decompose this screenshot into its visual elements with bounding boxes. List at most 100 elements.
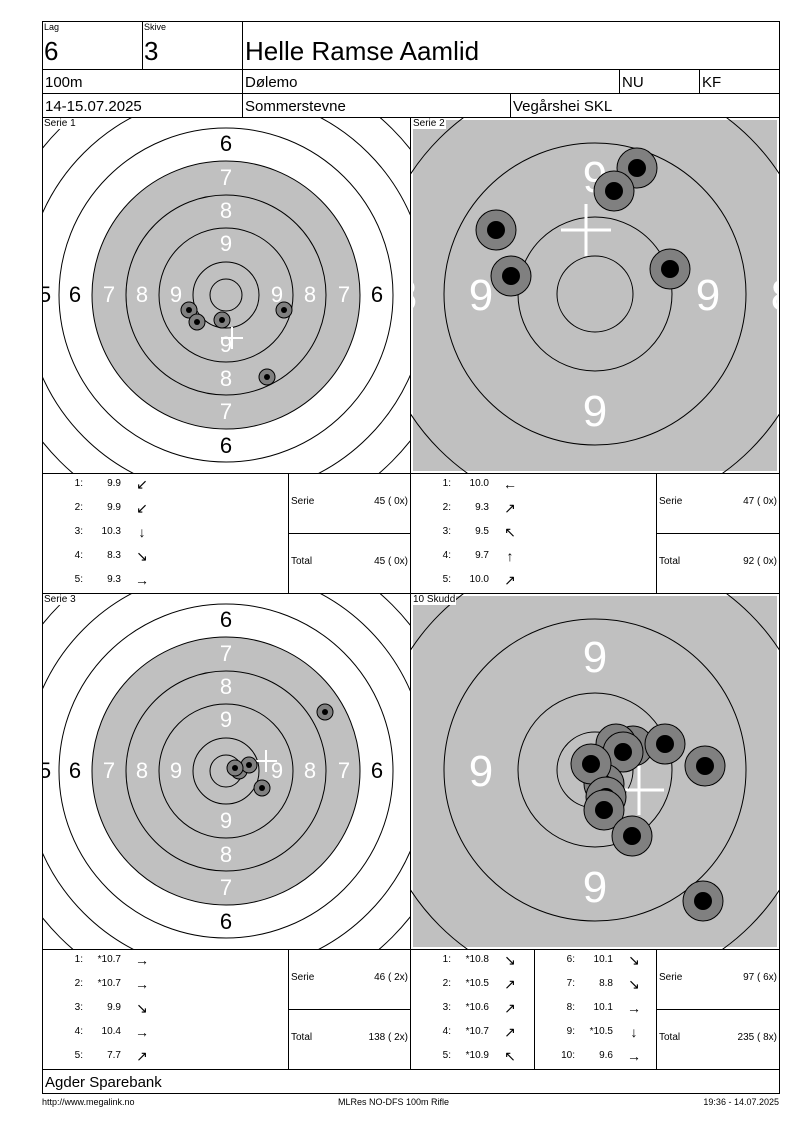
ring-number: 7: [220, 641, 232, 666]
footer-system: MLRes NO-DFS 100m Rifle: [338, 1097, 450, 1107]
direction-arrow-icon: ↓: [138, 524, 146, 540]
ring-number: 6: [371, 282, 383, 307]
shot-holes: [570, 723, 726, 922]
skive-label: Skive: [144, 22, 167, 32]
ring-number: 9: [271, 758, 283, 783]
direction-arrow-icon: ↗: [504, 1000, 516, 1016]
event-date: 14-15.07.2025: [45, 98, 142, 115]
ring-number: 8: [136, 758, 148, 783]
ring-number: 9: [583, 633, 607, 682]
ring-number: 6: [69, 758, 81, 783]
club: Dølemo: [245, 74, 298, 91]
direction-arrow-icon: ↗: [504, 976, 516, 992]
distance: 100m: [45, 74, 83, 91]
direction-arrow-icon: →: [627, 1000, 641, 1016]
target-serie-1: 6 7 8 9 9 8 7 6 5 6 7 8 9 9 8 7 6: [43, 118, 410, 473]
ring-number: 9: [583, 118, 607, 128]
direction-arrow-icon: ↘: [504, 952, 516, 968]
ring-number: 5: [43, 758, 51, 783]
direction-arrow-icon: →: [135, 572, 149, 588]
shooter-class: NU: [622, 74, 644, 91]
shot-list-10-skudd-col-2: 6:10.1↘ 7:8.8↘ 8:10.1→ 9:*10.5↓ 10:9.6→: [561, 952, 641, 1064]
ring-number: 9: [170, 282, 182, 307]
direction-arrow-icon: →: [135, 952, 149, 968]
direction-arrow-icon: →: [627, 1048, 641, 1064]
shooter-name: Helle Ramse Aamlid: [245, 36, 480, 66]
total-value: 45 ( 0x): [374, 556, 408, 567]
total-value: 92 ( 0x): [743, 556, 777, 567]
ring-number: 9: [220, 707, 232, 732]
skive-value: 3: [144, 36, 159, 66]
ring-number: 8: [136, 282, 148, 307]
ring-number: 6: [220, 909, 232, 934]
target-10-skudd: 9 9 9 9: [411, 594, 779, 949]
panel-title: Serie 1: [43, 118, 77, 129]
ring-number: 6: [220, 131, 232, 156]
ring-number: 9: [220, 332, 232, 357]
direction-arrow-icon: ↗: [136, 1048, 148, 1064]
shot-list-serie-2: 1:10.0← 2:9.3↗ 3:9.5↖ 4:9.7↑ 5:10.0↗: [442, 476, 517, 588]
ring-number: 8: [220, 842, 232, 867]
ring-number: 6: [69, 282, 81, 307]
ring-number: 9: [696, 271, 720, 320]
target-serie-3: 6 7 8 9 9 8 7 6 5 6 7 8 9 9 8 7 6: [43, 594, 410, 949]
sponsor: Agder Sparebank: [45, 1074, 162, 1091]
footer-website[interactable]: http://www.megalink.no: [42, 1097, 135, 1107]
total-value: 235 ( 8x): [737, 1032, 777, 1043]
event-name: Sommerstevne: [245, 98, 346, 115]
ring-number: 7: [220, 875, 232, 900]
ring-number: 9: [220, 808, 232, 833]
ring-number: 8: [411, 271, 417, 320]
ring-number: 8: [220, 674, 232, 699]
total-label: Total: [659, 556, 681, 567]
serie-label: Serie: [659, 496, 683, 507]
panel-title: 10 Skudd: [412, 594, 457, 605]
serie-value: 46 ( 2x): [374, 972, 408, 983]
serie-label: Serie: [291, 496, 315, 507]
ring-number: 7: [220, 165, 232, 190]
ring-number: 7: [338, 758, 350, 783]
shot-list-serie-1: 1:9.9↙ 2:9.9↙ 3:10.3↓ 4:8.3↘ 5:9.3→: [74, 476, 149, 588]
ring-number: 7: [103, 758, 115, 783]
ring-number: 9: [271, 282, 283, 307]
ring-number: 8: [304, 758, 316, 783]
direction-arrow-icon: ↖: [504, 1048, 516, 1064]
serie-value: 45 ( 0x): [374, 496, 408, 507]
direction-arrow-icon: ←: [503, 476, 517, 492]
ring-number: 8: [220, 198, 232, 223]
direction-arrow-icon: ↗: [504, 500, 516, 516]
ring-number: 6: [371, 758, 383, 783]
direction-arrow-icon: →: [135, 1024, 149, 1040]
ring-number: 8: [220, 366, 232, 391]
ring-number: 6: [220, 433, 232, 458]
direction-arrow-icon: ↘: [628, 976, 640, 992]
lag-value: 6: [44, 36, 59, 66]
shot-holes: [180, 301, 293, 386]
direction-arrow-icon: ↗: [504, 572, 516, 588]
ring-number: 8: [304, 282, 316, 307]
ring-number: 9: [469, 271, 493, 320]
ring-number: 7: [103, 282, 115, 307]
shot-list-serie-3: 1:*10.7→ 2:*10.7→ 3:9.9↘ 4:10.4→ 5:7.7↗: [74, 952, 149, 1064]
shot-holes: [226, 703, 334, 797]
direction-arrow-icon: ↙: [136, 500, 148, 516]
ring-number: 7: [338, 282, 350, 307]
footer-timestamp: 19:36 - 14.07.2025: [703, 1097, 779, 1107]
ring-number: 9: [583, 387, 607, 436]
shot-list-10-skudd-col-1: 1:*10.8↘ 2:*10.5↗ 3:*10.6↗ 4:*10.7↗ 5:*1…: [411, 952, 533, 1067]
ring-number: 9: [469, 747, 493, 796]
ring-number: 9: [583, 863, 607, 912]
direction-arrow-icon: ↗: [504, 1024, 516, 1040]
direction-arrow-icon: ↖: [504, 524, 516, 540]
ring-number: 9: [220, 231, 232, 256]
organizer: Vegårshei SKL: [513, 98, 613, 115]
panel-title: Serie 2: [412, 118, 446, 129]
serie-value: 97 ( 6x): [743, 972, 777, 983]
direction-arrow-icon: ↘: [136, 1000, 148, 1016]
direction-arrow-icon: ↙: [136, 476, 148, 492]
direction-arrow-icon: ↑: [506, 548, 514, 564]
panel-title: Serie 3: [43, 594, 77, 605]
direction-arrow-icon: →: [135, 976, 149, 992]
serie-label: Serie: [659, 972, 683, 983]
ring-number: 7: [220, 399, 232, 424]
